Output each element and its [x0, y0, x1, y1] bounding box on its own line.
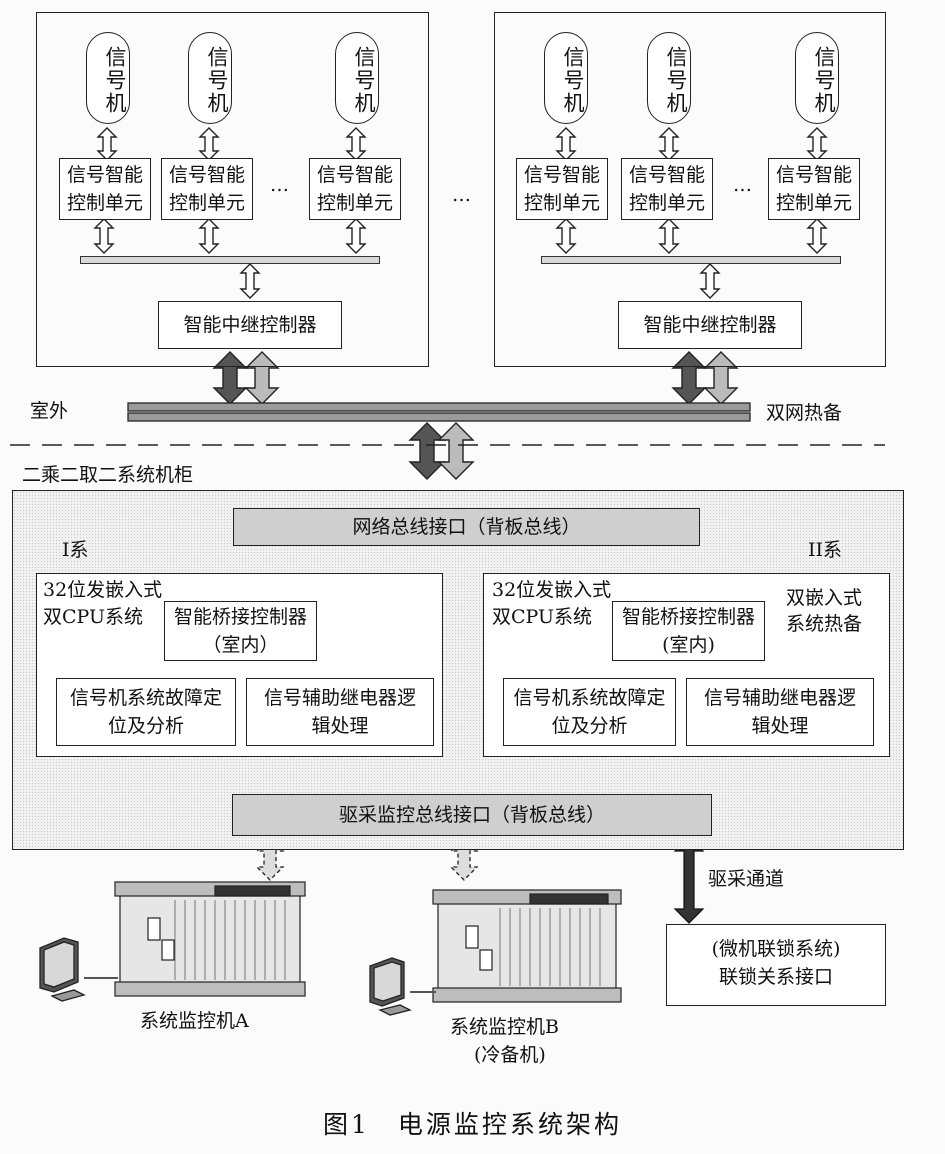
embedded-label-2: 32位发嵌入式 [492, 579, 612, 601]
signal-machine-6: 信号机 [795, 32, 839, 124]
signal-machine-1: 信号机 [86, 32, 130, 124]
monitor-screen-b-icon [369, 957, 436, 1016]
monitor-b-label: 系统监控机B [450, 1016, 559, 1038]
signal-control-unit-3: 信号智能控制单元 [309, 158, 401, 220]
signal-machine-3: 信号机 [335, 32, 379, 124]
bridge-controller-1: 智能桥接控制器（室内） [164, 601, 317, 661]
signal-control-unit-4: 信号智能控制单元 [516, 158, 608, 220]
drive-channel-label: 驱采通道 [708, 868, 785, 890]
outdoor-panel-left [36, 12, 429, 367]
relay-logic-2: 信号辅助继电器逻辑处理 [686, 678, 874, 746]
interlock-line-2: 联锁关系接口 [718, 966, 833, 988]
rack-b-drawing [432, 889, 622, 1003]
system-1-label: I系 [62, 539, 89, 561]
drive-channel-arrow [673, 836, 705, 924]
relay-logic-1: 信号辅助继电器逻辑处理 [246, 678, 434, 746]
fault-analysis-1: 信号机系统故障定位及分析 [56, 678, 236, 746]
signal-machine-4: 信号机 [544, 32, 588, 124]
unit-bus-bar-left [80, 256, 380, 264]
interlock-line-1: (微机联锁系统) [711, 938, 841, 960]
monitor-b-note: (冷备机) [474, 1044, 546, 1066]
cabinet-title: 二乘二取二系统机柜 [22, 464, 194, 486]
ellipsis-between-panels: … [452, 184, 471, 206]
network-link-arrows [212, 351, 739, 480]
hot-standby-label: 双嵌入式系统热备 [786, 587, 863, 635]
rack-a-drawing [114, 881, 306, 997]
figure-caption: 图1 电源监控系统架构 [323, 1110, 622, 1139]
network-bus-line-2 [127, 412, 751, 422]
bridge-controller-2: 智能桥接控制器(室内) [612, 601, 765, 661]
fault-analysis-2: 信号机系统故障定位及分析 [503, 678, 676, 746]
ellipsis-text: … [270, 174, 289, 196]
relay-controller-right: 智能中继控制器 [618, 301, 802, 349]
outdoor-label: 室外 [30, 400, 69, 422]
signal-machine-5: 信号机 [647, 32, 691, 124]
unit-bus-bar-right [541, 256, 841, 264]
dual-cpu-label-1: 双CPU系统 [43, 606, 144, 628]
signal-control-unit-6: 信号智能控制单元 [768, 158, 860, 220]
embedded-label-1: 32位发嵌入式 [43, 579, 163, 601]
signal-control-unit-1: 信号智能控制单元 [59, 158, 151, 220]
monitor-screen-a-icon [39, 937, 118, 1002]
signal-control-unit-5: 信号智能控制单元 [621, 158, 713, 220]
monitor-a-label: 系统监控机A [140, 1010, 249, 1032]
network-bus-line-1 [127, 402, 751, 412]
double-arrow-icon [93, 127, 828, 299]
outdoor-panel-right [494, 12, 886, 367]
dual-cpu-label-2: 双CPU系统 [492, 606, 593, 628]
interlock-interface-box [666, 924, 886, 1006]
signal-control-unit-2: 信号智能控制单元 [161, 158, 253, 220]
ellipsis-text-right: … [733, 174, 752, 196]
network-bus-interface: 网络总线接口（背板总线） [233, 508, 700, 546]
relay-controller-left: 智能中继控制器 [158, 301, 342, 349]
signal-machine-2: 信号机 [188, 32, 232, 124]
drive-bus-interface: 驱采监控总线接口（背板总线） [232, 794, 712, 836]
system-2-label: II系 [808, 539, 843, 561]
dual-network-label: 双网热备 [766, 402, 843, 424]
